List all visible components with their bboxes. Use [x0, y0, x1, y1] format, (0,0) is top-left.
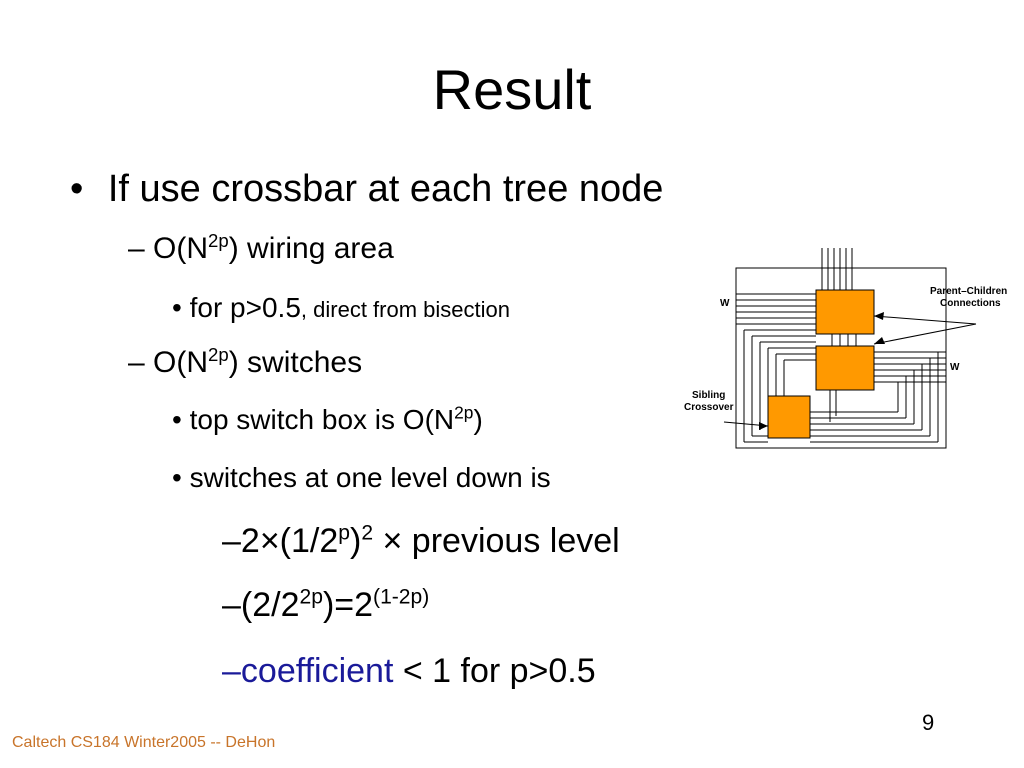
bullet-one-level-down: • switches at one level down is [172, 462, 551, 494]
label-w-left: W [720, 298, 730, 309]
superscript: p [338, 521, 350, 545]
dash: – [128, 232, 145, 265]
text: for p>0.5 [189, 292, 301, 323]
text: –(2/2 [222, 586, 300, 624]
text: < 1 for p>0.5 [393, 652, 596, 690]
formula-coefficient: –coefficient < 1 for p>0.5 [222, 652, 596, 691]
bullet-dot: • [172, 462, 182, 493]
text: ) [473, 404, 483, 435]
slide-title: Result [432, 58, 592, 121]
text: ) wiring area [228, 232, 394, 265]
bullet-crossbar-text: If use crossbar at each tree node [107, 168, 664, 210]
formula-ratio: –(2/22p)=2(1-2p) [222, 586, 429, 625]
top-switch-box [815, 289, 875, 335]
footer-credit: Caltech CS184 Winter2005 -- DeHon [12, 734, 276, 751]
superscript: (1-2p) [373, 585, 430, 609]
superscript: 2p [454, 402, 474, 423]
label-w-right: W [950, 362, 960, 373]
formula-previous-level: –2×(1/2p)2 × previous level [222, 522, 620, 561]
superscript: 2p [208, 344, 229, 365]
text: O(N [153, 232, 209, 265]
bullet-wiring-area: – O(N2p) wiring area [128, 230, 394, 266]
bullet-switches: – O(N2p) switches [128, 344, 363, 380]
bullet-dot: • [70, 168, 84, 210]
text: )=2 [322, 586, 374, 624]
superscript: 2p [299, 585, 323, 609]
tree-node-diagram: W W Parent–Children Connections Sibling … [684, 248, 1007, 449]
arrowheads [759, 312, 885, 430]
text-small: , direct from bisection [300, 297, 510, 322]
superscript: 2p [208, 230, 229, 251]
bullet-bisection: • for p>0.5, direct from bisection [172, 292, 510, 324]
label-sibling: Sibling [692, 390, 725, 401]
coefficient-word: coefficient [240, 652, 394, 690]
text: ) switches [228, 346, 363, 379]
bullet-crossbar: • If use crossbar at each tree node [70, 168, 663, 211]
label-connections: Connections [940, 298, 1001, 309]
text: × previous level [373, 522, 620, 560]
dash: – [128, 346, 145, 379]
sibling-switch-box [767, 395, 811, 439]
wires [723, 248, 977, 449]
text: –2×(1/2 [222, 522, 339, 560]
bullet-dot: • [172, 292, 182, 323]
dash: – [222, 652, 241, 690]
superscript: 2 [361, 521, 374, 545]
label-parent-children: Parent–Children [930, 286, 1007, 297]
middle-switch-box [815, 345, 875, 391]
text: top switch box is O(N [189, 404, 455, 435]
bullet-dot: • [172, 404, 182, 435]
page-number: 9 [922, 710, 935, 735]
text: O(N [153, 346, 209, 379]
bullet-top-switch: • top switch box is O(N2p) [172, 404, 483, 436]
label-crossover: Crossover [684, 402, 734, 413]
text: ) [350, 522, 362, 560]
text: switches at one level down is [189, 462, 551, 493]
